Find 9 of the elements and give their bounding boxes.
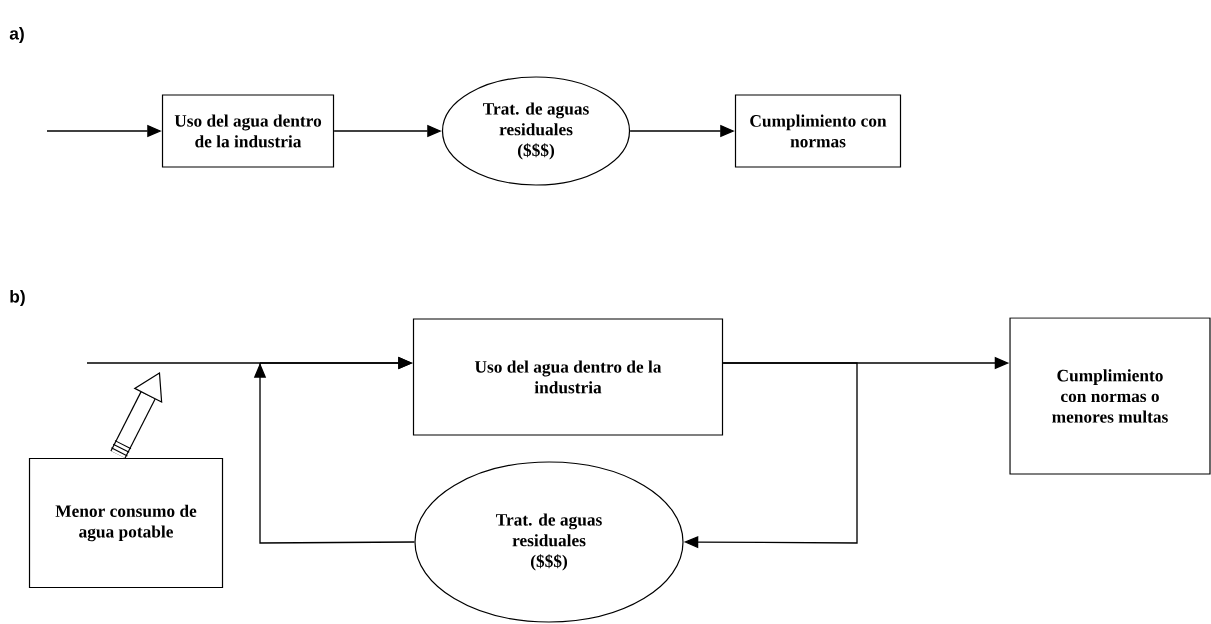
hollow-arrow (110, 372, 163, 459)
process-box: Menor consumo de agua potable (28, 457, 224, 589)
panel-label: b) (10, 289, 25, 307)
process-box: Cumplimiento con normas (734, 94, 902, 168)
process-box: Uso del agua dentro de la industria (161, 94, 335, 168)
process-box: Uso del agua dentro de la industria (412, 318, 724, 436)
process-box: Cumplimiento con normas o menores multas (1009, 317, 1211, 475)
arrow (253, 356, 416, 544)
panel-label: a) (9, 26, 24, 44)
